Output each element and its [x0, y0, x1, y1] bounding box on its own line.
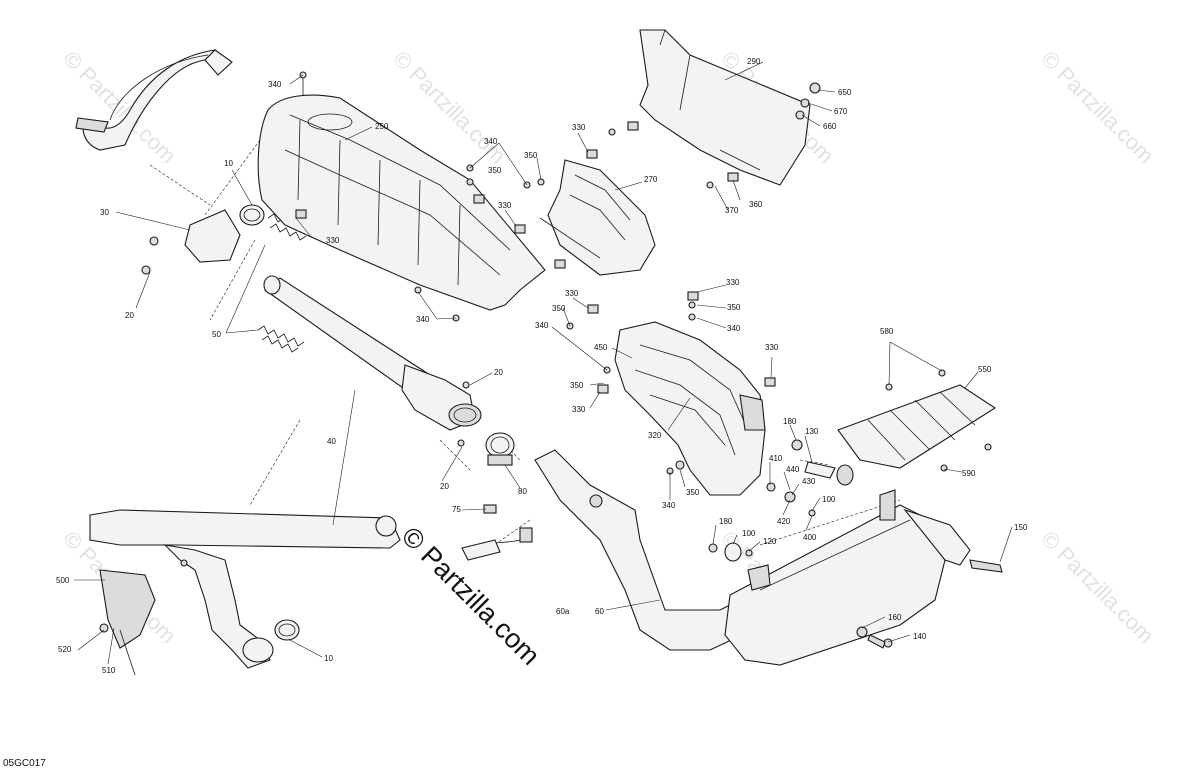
label-30: 30: [100, 208, 109, 217]
label-330: 330: [765, 343, 779, 352]
label-590: 590: [962, 469, 976, 478]
label-340: 340: [727, 324, 741, 333]
label-60: 60: [595, 607, 604, 616]
part-80-clamp: [485, 432, 515, 466]
part-lower-header-pipe: [89, 509, 401, 676]
label-100: 100: [742, 529, 756, 538]
label-60a: 60a: [556, 607, 570, 616]
label-150: 150: [1014, 523, 1028, 532]
label-340: 340: [484, 137, 498, 146]
label-320: 320: [648, 431, 662, 440]
label-330: 330: [565, 289, 579, 298]
label-140: 140: [913, 632, 927, 641]
label-330: 330: [498, 201, 512, 210]
label-290: 290: [747, 57, 761, 66]
label-350: 350: [524, 151, 538, 160]
label-80: 80: [518, 487, 527, 496]
label-660: 660: [823, 122, 837, 131]
label-330: 330: [572, 123, 586, 132]
label-75: 75: [452, 505, 461, 514]
part-40-mid-pipe: [263, 275, 482, 431]
label-330: 330: [572, 405, 586, 414]
label-330: 330: [326, 236, 340, 245]
part-sensor: [461, 527, 533, 561]
label-650: 650: [838, 88, 852, 97]
label-340: 340: [662, 501, 676, 510]
label-160: 160: [888, 613, 902, 622]
label-120: 120: [763, 537, 777, 546]
part-290-heat-shield: [639, 29, 821, 186]
part-30-curved-pipe: [75, 49, 233, 151]
label-520: 520: [58, 645, 72, 654]
label-370: 370: [725, 206, 739, 215]
label-350: 350: [488, 166, 502, 175]
label-400: 400: [803, 533, 817, 542]
part-120-grommet: [708, 542, 753, 562]
label-500: 500: [56, 576, 70, 585]
label-20: 20: [494, 368, 503, 377]
label-580: 580: [880, 327, 894, 336]
label-350: 350: [686, 488, 700, 497]
part-250-heat-shield: [257, 94, 546, 311]
label-350: 350: [570, 381, 584, 390]
label-330: 330: [726, 278, 740, 287]
label-20: 20: [440, 482, 449, 491]
part-550-shield: [837, 384, 997, 469]
diagram-code: 05GC017: [3, 758, 46, 769]
callout-labels: 290 650 670 660 340 250 10 30 20 330 340…: [56, 57, 1028, 675]
label-550: 550: [978, 365, 992, 374]
label-340: 340: [268, 80, 282, 89]
label-360: 360: [749, 200, 763, 209]
part-320-heat-shield: [614, 321, 766, 496]
watermark-7: © Partzilla.com: [1036, 526, 1159, 649]
part-270-heat-shield: [539, 159, 656, 276]
label-100: 100: [822, 495, 836, 504]
label-180: 180: [719, 517, 733, 526]
label-440: 440: [786, 465, 800, 474]
label-270: 270: [644, 175, 658, 184]
label-20: 20: [125, 311, 134, 320]
label-40: 40: [327, 437, 336, 446]
label-350: 350: [727, 303, 741, 312]
label-50: 50: [212, 330, 221, 339]
label-420: 420: [777, 517, 791, 526]
part-clips: [295, 121, 776, 514]
part-130-bushing: [804, 461, 854, 486]
label-350: 350: [552, 304, 566, 313]
label-410: 410: [769, 454, 783, 463]
label-180: 180: [783, 417, 797, 426]
watermark-4: © Partzilla.com: [1036, 46, 1159, 169]
label-340: 340: [535, 321, 549, 330]
part-150-bolt: [856, 559, 1003, 649]
part-flange-and-gasket: [141, 204, 265, 275]
label-450: 450: [594, 343, 608, 352]
watermark-main: © Partzilla.com: [396, 521, 546, 671]
label-510: 510: [102, 666, 116, 675]
label-130: 130: [805, 427, 819, 436]
label-250: 250: [375, 122, 389, 131]
label-340: 340: [416, 315, 430, 324]
label-10: 10: [224, 159, 233, 168]
label-670: 670: [834, 107, 848, 116]
label-10: 10: [324, 654, 333, 663]
part-60-muffler: [534, 449, 971, 666]
leader-lines: [74, 61, 1013, 665]
watermark-1: © Partzilla.com: [58, 46, 181, 169]
label-430: 430: [802, 477, 816, 486]
